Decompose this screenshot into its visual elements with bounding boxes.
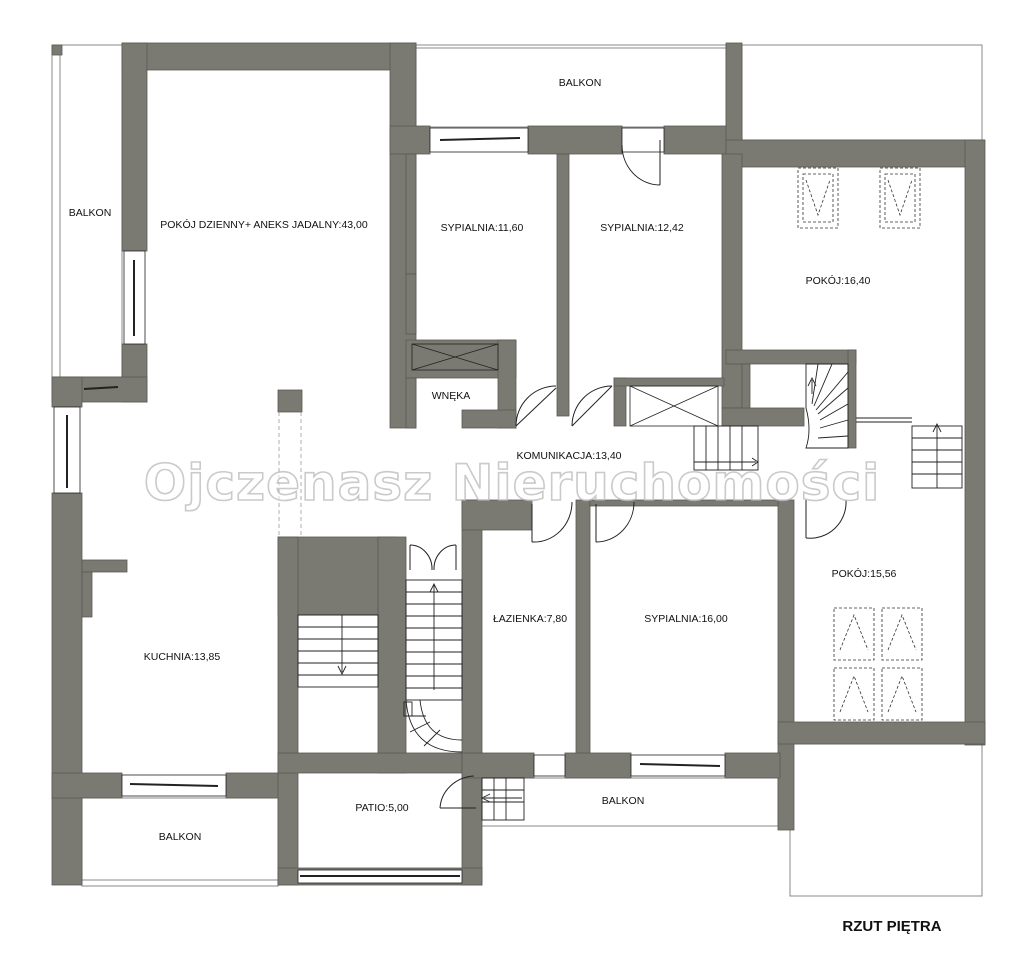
roof-windows-pokoj2: [833, 607, 923, 721]
door-pokoj2: [805, 499, 847, 539]
wall-corner-tiny: [51, 44, 63, 56]
wall-wneka-left: [405, 377, 417, 429]
wall-bath-divider: [575, 499, 591, 777]
wall-top-salon: [121, 42, 417, 71]
wardrobe-bedroom1: [411, 343, 499, 371]
wall-stair-right: [847, 349, 857, 449]
built-ins: [411, 343, 719, 427]
wall-stair-inner: [741, 363, 751, 410]
balcony-outline-far-right: [789, 743, 983, 897]
balcony-outline-right-top: [741, 44, 983, 141]
label-lazienka: ŁAZIENKA:7,80: [493, 613, 567, 625]
label-balkon-top: BALKON: [559, 77, 602, 89]
window-sashes: [66, 137, 721, 877]
sash-6: [639, 763, 721, 767]
wall-bedroom1-left-notch-2: [405, 273, 417, 335]
window-bath-bottom: [533, 754, 566, 777]
wall-bedroom2-bottom: [613, 377, 725, 387]
stair-komunikacja: [693, 425, 759, 471]
wall-patio-right: [461, 499, 483, 886]
label-patio: PATIO:5,00: [355, 802, 408, 814]
label-sypialnia-1: SYPIALNIA:11,60: [441, 222, 524, 234]
wall-left-outer-upper: [51, 376, 83, 408]
door-bedroom2: [621, 140, 661, 186]
sash-1: [439, 137, 521, 141]
stairs: [297, 363, 963, 821]
wall-bedroom2-right: [721, 153, 743, 409]
label-balkon-bottom-right: BALKON: [602, 795, 645, 807]
wall-bath-top: [461, 499, 533, 531]
label-pokoj-2: POKÓJ:15,56: [832, 567, 897, 580]
wall-bedroom-divider-1: [556, 153, 570, 417]
wardrobe-bedroom2: [629, 385, 719, 427]
label-balkon-bottom-left: BALKON: [159, 831, 202, 843]
wall-bottom-right: [724, 752, 781, 779]
wall-column-salon: [277, 389, 303, 413]
doors: [409, 140, 847, 809]
label-balkon-left: BALKON: [69, 207, 112, 219]
plan-title: RZUT PIĘTRA: [842, 918, 941, 935]
wall-bottom-mid: [564, 752, 632, 779]
wall-pokoj1-bottom-left: [725, 349, 857, 365]
door-patio: [439, 775, 476, 809]
label-wneka: WNĘKA: [432, 390, 471, 402]
door-bedroom2-b: [571, 385, 613, 427]
wall-left-outer: [51, 492, 83, 886]
wall-stair-left-block: [377, 536, 407, 774]
room-labels: BALKON BALKON POKÓJ DZIENNY+ ANEKS JADAL…: [69, 77, 897, 843]
wall-pokoj2-bottom: [777, 721, 986, 745]
wall-bedroom1-left-notch: [405, 153, 417, 275]
sash-7: [83, 386, 119, 390]
sash-4: [129, 783, 219, 787]
door-bath: [531, 501, 573, 543]
wall-bedroom3-right: [777, 499, 795, 831]
wall-bottom-bath: [461, 752, 535, 779]
wall-right-top-post: [725, 42, 743, 154]
stair-patio: [480, 777, 525, 821]
label-kuchnia: KUCHNIA:13,85: [144, 651, 221, 663]
wall-kitchen-right: [277, 536, 299, 886]
wall-right-upper: [725, 139, 985, 168]
roof-windows-pokoj1: [797, 167, 921, 229]
stair-winding: [805, 363, 849, 449]
stair-terrace: [856, 417, 963, 489]
wall-salon-right-step: [389, 125, 431, 155]
watermark: Ojczenasz Nieruchomości: [144, 454, 881, 512]
wall-left-notch: [81, 559, 128, 573]
wall-stair-inner-bottom: [721, 407, 805, 427]
wall-left-notch-2: [81, 571, 93, 618]
label-pokoj-1: POKÓJ:16,40: [806, 274, 871, 287]
door-stair: [409, 544, 457, 571]
label-sypialnia-2: SYPIALNIA:12,42: [600, 222, 684, 234]
wall-patio-top: [277, 752, 463, 774]
window-top-bedroom2: [621, 127, 665, 153]
label-salon: POKÓJ DZIENNY+ ANEKS JADALNY:43,00: [160, 218, 368, 231]
door-bedroom3: [595, 501, 635, 543]
wall-salon-left-upper: [121, 42, 148, 252]
wall-wneka-bottom: [461, 409, 517, 429]
label-komunikacja: KOMUNIKACJA:13,40: [516, 450, 621, 462]
walls: [51, 42, 986, 886]
stair-kitchen: [297, 614, 379, 688]
wall-kitchen-bottom: [51, 772, 123, 799]
label-sypialnia-3: SYPIALNIA:16,00: [644, 613, 728, 625]
wall-top-bedrooms: [527, 125, 623, 155]
stair-central: [403, 579, 463, 753]
wall-right-outer: [964, 139, 986, 746]
door-bedroom1: [515, 385, 557, 427]
